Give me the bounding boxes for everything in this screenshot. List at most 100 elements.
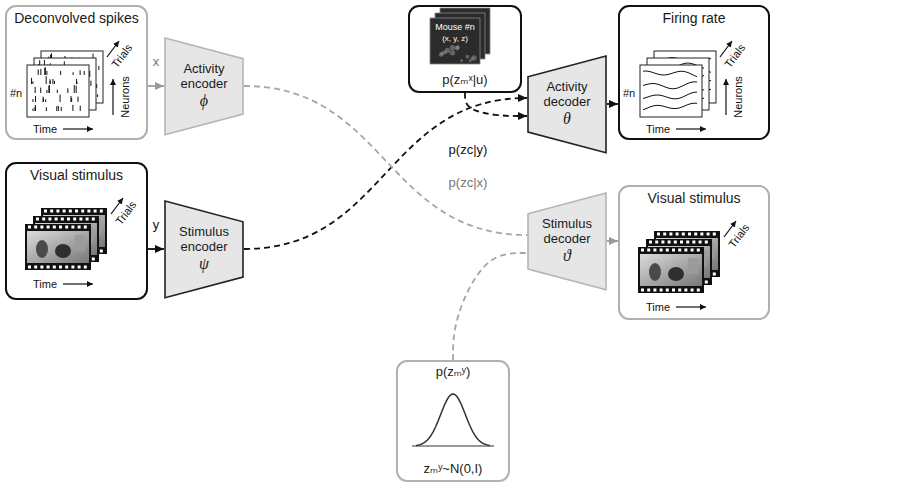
frame-image [640, 254, 702, 286]
sprocket-hole [660, 249, 663, 252]
axis-label: Time [33, 123, 57, 136]
sprocket-hole [705, 241, 708, 244]
axis-label: Time [646, 301, 670, 314]
sprocket-hole [653, 249, 656, 252]
axis-arrow [112, 79, 113, 115]
block-name: Stimulus encoder [173, 225, 235, 255]
sprocket-hole [50, 210, 53, 213]
sprocket-hole [78, 226, 81, 229]
spike-mark [98, 66, 99, 70]
data-arrow [148, 248, 164, 250]
sprocket-hole [678, 289, 681, 292]
spike-mark [49, 85, 50, 93]
sprocket-hole [684, 289, 687, 292]
trapezoid-shape [528, 56, 606, 153]
sprocket-hole [697, 289, 700, 292]
panel-title: Visual stimulus [30, 167, 123, 183]
spike-mark [76, 79, 77, 84]
edge-label: x [151, 55, 162, 70]
sprocket-hole [65, 266, 68, 269]
sprocket-hole [647, 289, 650, 292]
sprocket-hole [84, 266, 87, 269]
film-strip [25, 224, 91, 270]
spike-mark [84, 71, 85, 75]
rate-trace [643, 92, 697, 99]
parameter-symbol: ϕ [200, 92, 208, 110]
sprocket-hole [84, 226, 87, 229]
rate-trace [643, 71, 697, 77]
spike-mark [74, 85, 75, 93]
sprocket-hole [44, 210, 47, 213]
spike-mark [46, 107, 47, 111]
spike-mark [57, 90, 58, 93]
sprocket-hole [684, 249, 687, 252]
sprocket-hole [672, 289, 675, 292]
axis-label: Neurons [732, 76, 745, 118]
parameter-symbol: θ [563, 110, 571, 128]
sprocket-hole [79, 218, 82, 221]
spike-mark [56, 106, 57, 111]
axis-label: Time [33, 278, 57, 291]
cell-dot [450, 45, 455, 50]
cell-dot [469, 59, 472, 62]
sprocket-hole [682, 233, 685, 236]
sprocket-hole [92, 258, 95, 261]
sprocket-hole [653, 289, 656, 292]
sprocket-hole [672, 249, 675, 252]
sprocket-hole [73, 218, 76, 221]
cell-dot [439, 52, 443, 56]
spike-mark [73, 72, 74, 75]
axis-label: Trials [726, 221, 752, 250]
spike-mark [80, 70, 81, 75]
spike-mark [72, 105, 73, 111]
sprocket-hole [713, 273, 716, 276]
sprocket-hole [92, 218, 95, 221]
spike-mark [54, 81, 55, 84]
sprocket-hole [713, 233, 716, 236]
panel-title: Firing rate [662, 10, 725, 26]
panel-label: p(zₘʸ) [436, 365, 471, 380]
sprocket-hole [666, 289, 669, 292]
trapezoid-shape [528, 193, 606, 290]
spike-mark [35, 105, 36, 111]
spike-mark [97, 94, 98, 97]
scene-figure [668, 267, 684, 281]
spike-mark [52, 79, 53, 84]
spike-mark [60, 71, 61, 75]
sprocket-hole [28, 266, 31, 269]
latent-flow [453, 253, 527, 360]
sprocket-hole [641, 249, 644, 252]
sprocket-hole [688, 233, 691, 236]
rate-trace [643, 82, 697, 89]
sprocket-hole [666, 249, 669, 252]
prior-panel: p(zₘˣ|u) [408, 5, 522, 93]
film-frame [638, 247, 704, 293]
sprocket-hole [67, 218, 70, 221]
sprocket-hole [71, 266, 74, 269]
spike-panel [27, 65, 89, 117]
sprocket-hole [668, 241, 671, 244]
axis-arrow [676, 128, 706, 129]
parameter-symbol: ψ [199, 255, 209, 273]
decoder-block: Stimulus decoderϑ [527, 192, 607, 291]
spike-mark [35, 87, 36, 93]
scene-figure [75, 235, 85, 251]
spike-mark [50, 81, 51, 84]
sprocket-hole [655, 241, 658, 244]
data-arrow [148, 85, 164, 87]
sprocket-hole [48, 218, 51, 221]
latent-flow [465, 93, 527, 116]
spike-mark [43, 97, 44, 102]
cell-dot [445, 48, 450, 53]
spike-mark [33, 108, 34, 111]
sprocket-hole [661, 241, 664, 244]
dimension-label: #n [623, 87, 635, 100]
block-name: Activity decoder [536, 80, 598, 110]
sprocket-hole [100, 210, 103, 213]
sprocket-hole [699, 241, 702, 244]
scene-figure [55, 244, 71, 258]
trapezoid-shape [165, 201, 243, 298]
sprocket-hole [75, 210, 78, 213]
parameter-symbol: ϑ [563, 247, 571, 265]
sprocket-hole [28, 226, 31, 229]
